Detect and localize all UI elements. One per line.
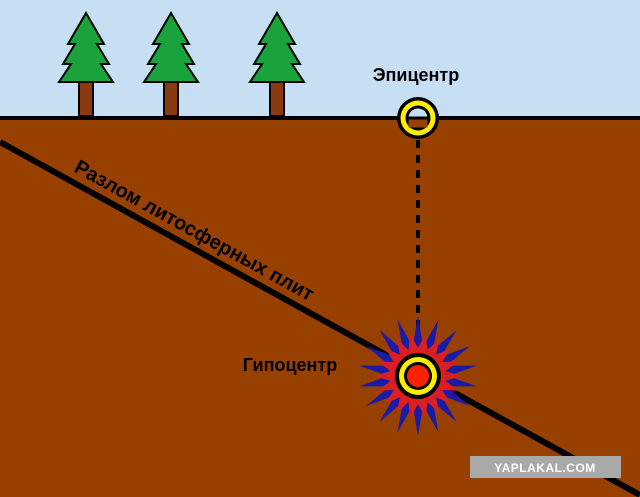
watermark-text: YAPLAKAL.COM <box>494 461 596 475</box>
explosion-burst-icon <box>358 316 478 436</box>
pine-tree-icon <box>248 11 306 117</box>
hypocenter-label: Гипоцентр <box>243 355 337 375</box>
epicenter-label: Эпицентр <box>373 65 460 85</box>
fault-line <box>0 139 640 497</box>
pine-tree-icon <box>142 11 200 117</box>
target-ring-icon <box>397 97 439 139</box>
watermark-badge: YAPLAKAL.COM <box>470 456 621 478</box>
pine-tree-icon <box>57 11 115 117</box>
